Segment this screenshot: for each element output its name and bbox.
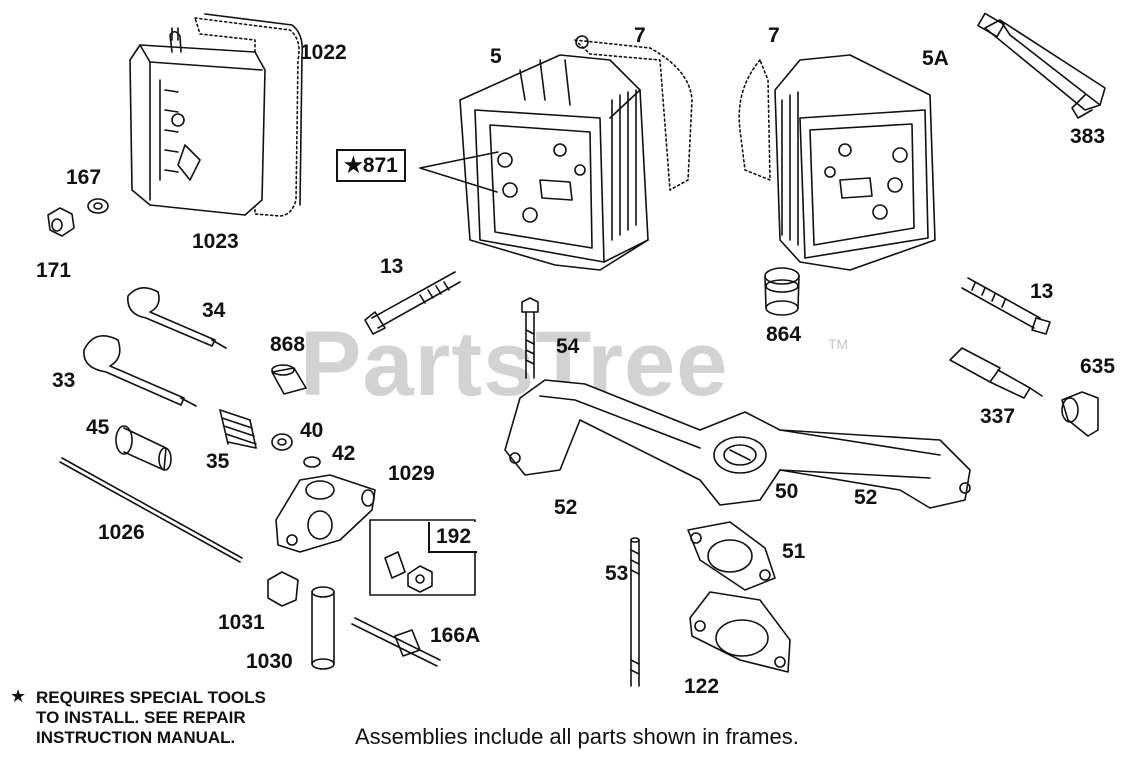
bolt-54[interactable]	[521, 297, 539, 379]
part-label-40[interactable]: 40	[300, 419, 324, 442]
stud-166A[interactable]	[351, 617, 441, 667]
part-label-45[interactable]: 45	[86, 416, 110, 439]
part-label-42[interactable]: 42	[332, 442, 356, 465]
part-label-166A[interactable]: 166A	[430, 624, 481, 647]
watermark-trademark: TM	[828, 336, 849, 352]
tappet-45[interactable]	[115, 425, 172, 471]
valve-cover-gasket-1022[interactable]	[194, 13, 304, 217]
part-label-1023[interactable]: 1023	[192, 230, 239, 253]
part-label-635[interactable]: 635	[1080, 355, 1116, 378]
part-label-13-right[interactable]: 13	[1030, 280, 1054, 303]
retainer-40[interactable]	[271, 433, 293, 451]
spacer-122[interactable]	[689, 591, 791, 673]
valve-34[interactable]	[127, 287, 227, 349]
spark-plug-337[interactable]	[949, 347, 1043, 399]
part-label-52-left[interactable]: 52	[554, 496, 578, 519]
sleeve-864[interactable]	[764, 267, 800, 316]
part-label-167[interactable]: 167	[66, 166, 102, 189]
frame-label-871[interactable]: ★871	[336, 149, 406, 182]
watermark-text: PartsTree	[300, 313, 729, 415]
part-label-5[interactable]: 5	[490, 45, 502, 68]
rocker-stud-1031[interactable]	[267, 571, 299, 607]
tool-383[interactable]	[977, 12, 1106, 119]
head-bolt-right-13[interactable]	[961, 277, 1051, 335]
part-label-864[interactable]: 864	[766, 323, 802, 346]
part-label-5A[interactable]: 5A	[922, 47, 949, 70]
part-label-1022[interactable]: 1022	[300, 41, 347, 64]
head-gasket-right-7[interactable]	[738, 59, 771, 181]
frame-871-leaders	[419, 151, 499, 193]
part-label-53[interactable]: 53	[605, 562, 629, 585]
guide-868[interactable]	[271, 364, 307, 395]
special-tools-note: REQUIRES SPECIAL TOOLS TO INSTALL. SEE R…	[36, 688, 266, 748]
part-label-337[interactable]: 337	[980, 405, 1016, 428]
spark-plug-boot-635[interactable]	[1061, 391, 1099, 437]
head-gasket-left-7[interactable]	[574, 35, 693, 191]
part-label-122[interactable]: 122	[684, 675, 720, 698]
carburetor-gasket-51[interactable]	[687, 521, 776, 591]
stud-53[interactable]	[630, 537, 640, 687]
part-label-171[interactable]: 171	[36, 259, 72, 282]
note-line-1: REQUIRES SPECIAL TOOLS	[36, 688, 266, 707]
part-label-52-right[interactable]: 52	[854, 486, 878, 509]
keeper-42[interactable]	[303, 456, 321, 468]
part-label-50[interactable]: 50	[775, 480, 799, 503]
valve-33[interactable]	[83, 334, 197, 407]
part-label-868[interactable]: 868	[270, 333, 306, 356]
part-label-1026[interactable]: 1026	[98, 521, 145, 544]
intake-manifold-50[interactable]	[504, 379, 971, 509]
star-symbol: ★	[10, 686, 27, 706]
cylinder-head-5A[interactable]	[774, 54, 936, 271]
part-label-13-left[interactable]: 13	[380, 255, 404, 278]
rocker-arm-1029[interactable]	[275, 474, 376, 553]
cylinder-head-5[interactable]	[459, 54, 649, 271]
part-label-1031[interactable]: 1031	[218, 611, 265, 634]
note-line-2: TO INSTALL. SEE REPAIR	[36, 708, 246, 727]
part-label-34[interactable]: 34	[202, 299, 226, 322]
part-label-33[interactable]: 33	[52, 369, 76, 392]
valve-spring-35[interactable]	[219, 409, 257, 449]
note-line-3: INSTRUCTION MANUAL.	[36, 728, 236, 747]
part-label-383[interactable]: 383	[1070, 125, 1106, 148]
washer-167[interactable]	[87, 198, 109, 214]
valve-cover-1023[interactable]	[129, 27, 266, 216]
nut-171[interactable]	[47, 207, 75, 237]
rocker-shaft-1030[interactable]	[311, 586, 335, 670]
frame-label-192[interactable]: 192	[428, 522, 478, 553]
part-label-7-right[interactable]: 7	[768, 24, 780, 47]
part-label-1030[interactable]: 1030	[246, 650, 293, 673]
head-bolt-left-13[interactable]	[364, 271, 461, 335]
part-label-1029[interactable]: 1029	[388, 462, 435, 485]
push-rod-1026[interactable]	[59, 457, 243, 563]
part-label-51[interactable]: 51	[782, 540, 806, 563]
part-label-7-left[interactable]: 7	[634, 24, 646, 47]
part-label-54[interactable]: 54	[556, 335, 580, 358]
assemblies-footer-note: Assemblies include all parts shown in fr…	[355, 724, 799, 749]
part-label-35[interactable]: 35	[206, 450, 230, 473]
